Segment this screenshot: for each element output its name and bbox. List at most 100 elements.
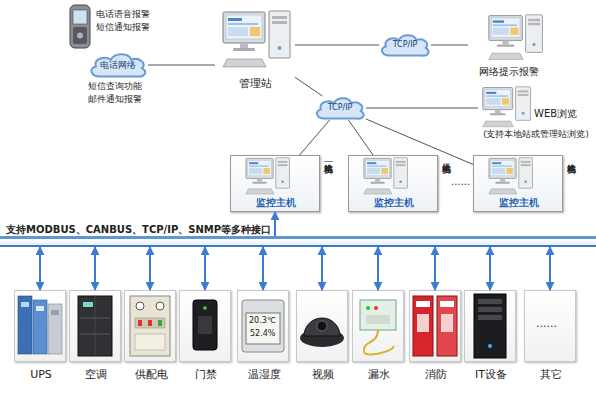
computer-station: 网络提示报警: [468, 16, 550, 80]
temp-humidity-sensor-part: [246, 313, 280, 344]
free-label: ......: [536, 318, 557, 330]
node-text: 网络提示报警: [468, 66, 550, 78]
fire-panel-part: [437, 296, 457, 356]
interface-arrow: [321, 247, 323, 290]
server-tower-part: [478, 307, 502, 312]
device-frame: IT设备: [464, 290, 516, 362]
network-link: [431, 45, 468, 46]
air-conditioner-part: [80, 334, 110, 335]
air-conditioner: [78, 296, 112, 356]
interface-arrow: [489, 247, 491, 290]
leak-detector-part: [366, 315, 390, 324]
air-conditioner-part: [80, 318, 110, 319]
fire-panel-part: [441, 314, 453, 332]
power-panel-part: [156, 302, 164, 310]
ups-cabinet-part: [33, 300, 47, 354]
free-label: 52.4%: [250, 330, 275, 339]
network-link: [366, 108, 478, 109]
node-text: 视频: [283, 369, 363, 382]
monitor-host-tag: 监控主机: [488, 196, 550, 210]
computer-icon-part: [489, 15, 543, 60]
computer-station: WEB浏览(支持本地站或管理站浏览): [478, 84, 594, 144]
access-reader: [193, 300, 217, 350]
free-label: ......: [451, 176, 470, 187]
leak-detector-part: [366, 306, 370, 310]
node-text: 监控主机: [488, 196, 550, 210]
network-link: [300, 120, 330, 155]
interface-arrow: [94, 247, 96, 290]
server-tower-part: [474, 294, 506, 358]
leak-detector-part: [360, 300, 396, 330]
node-text: 支持MODBUS、CANBUS、TCP/IP、SNMP等多种接口: [6, 224, 271, 236]
power-panel-part: [148, 320, 152, 326]
leak-detector-part: [374, 306, 378, 310]
leak-detector-part: [364, 330, 394, 354]
node-text: 供配电: [111, 369, 191, 382]
network-link: [148, 65, 215, 66]
node-text: 管理站: [215, 78, 295, 91]
computer-icon-part: [223, 11, 290, 67]
server-tower-part: [478, 315, 502, 320]
power-panel-part: [138, 320, 142, 326]
node-text: 电话网络: [88, 52, 148, 78]
interface-arrow: [39, 247, 41, 290]
node-text: 空调: [56, 369, 136, 382]
node-text: 其它: [511, 369, 591, 382]
device-frame: 供配电: [124, 290, 176, 362]
network-link: [348, 120, 373, 155]
network-cloud: 电话网络: [88, 52, 148, 78]
interface-arrow: [274, 212, 276, 236]
network-link: [366, 119, 473, 164]
node-text: (支持本地站或管理站浏览): [478, 130, 594, 140]
mobile-phone-part: [77, 33, 83, 39]
interface-arrow: [204, 247, 206, 290]
computer-station: 管理站: [215, 8, 295, 92]
interface-arrow: [377, 247, 379, 290]
node-text: 漏水: [339, 369, 419, 382]
machine-room-box: 本地站机房监控主机: [473, 155, 563, 212]
node-text: IT设备: [451, 369, 531, 382]
monitor-host-tag: 监控主机: [245, 196, 307, 210]
server-tower: [474, 294, 506, 358]
dome-camera-part: [317, 321, 327, 331]
access-reader-part: [198, 316, 212, 334]
temp-humidity-sensor: [242, 300, 284, 352]
power-panel-part: [158, 320, 162, 326]
fire-panel: [413, 296, 457, 356]
computer-icon-part: [483, 87, 531, 127]
interface-arrow: [149, 247, 151, 290]
network-cloud: TCP/IP: [314, 96, 366, 120]
network-cloud: TCP/IP: [379, 33, 431, 57]
air-conditioner-part: [83, 302, 93, 307]
access-reader-part: [203, 306, 207, 310]
mobile-phone-part: [73, 27, 87, 44]
power-panel-part: [135, 318, 165, 328]
air-conditioner-part: [78, 296, 112, 356]
fire-panel-part: [417, 314, 429, 332]
server-tower-part: [488, 344, 492, 348]
machine-room-box: 本地站机房一监控主机: [230, 155, 320, 212]
leak-detector: [360, 300, 396, 354]
free-label: 20.3℃: [249, 317, 276, 326]
monitor-host-tag: 监控主机: [363, 196, 425, 210]
ups-cabinet-part: [51, 310, 59, 315]
device-frame: 空调: [69, 290, 121, 362]
power-panel-part: [136, 302, 144, 310]
power-panel: [130, 296, 170, 356]
ups-cabinet-part: [48, 304, 62, 354]
fire-panel-part: [440, 301, 454, 307]
network-link: [295, 77, 322, 96]
node-text: TCP/IP: [314, 96, 366, 120]
interface-arrow: [434, 247, 436, 290]
node-text: 门禁: [166, 369, 246, 382]
computer-icon-part: [246, 158, 290, 194]
device-frame: 视频: [296, 290, 348, 362]
node-text: 温湿度: [224, 369, 304, 382]
device-frame: UPS: [14, 290, 66, 362]
network-link: [295, 45, 379, 46]
